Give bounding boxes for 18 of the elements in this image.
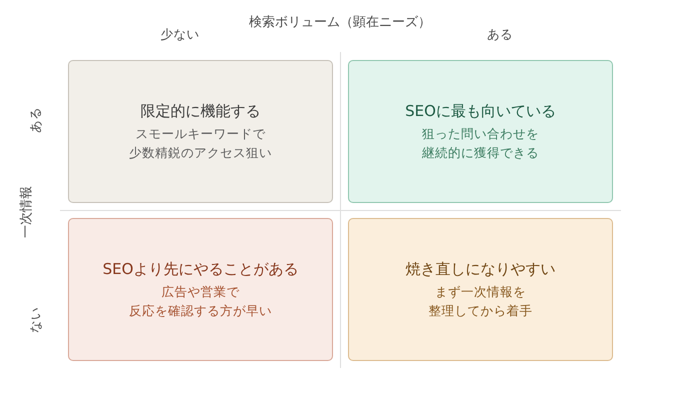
quadrant-heading: 焼き直しになりやすい — [406, 259, 556, 279]
quadrant-card — [348, 60, 613, 203]
axis-title: 一次情報 — [18, 186, 35, 238]
quadrant-heading: SEOに最も向いている — [405, 101, 556, 121]
quadrant-card — [348, 218, 613, 361]
quadrant-description: 狙った問い合わせを継続的に獲得できる — [422, 125, 539, 162]
quadrant-card — [68, 60, 333, 203]
quadrant-heading: SEOより先にやることがある — [102, 259, 298, 279]
row-label: ある — [28, 107, 44, 133]
quadrant-description: スモールキーワードで少数精鋭のアクセス狙い — [129, 125, 272, 162]
quadrant-card — [68, 218, 333, 361]
column-label: 少ない — [160, 26, 200, 44]
quadrant-description: 広告や営業で反応を確認する方が早い — [129, 283, 272, 320]
quadrant-heading: 限定的に機能する — [140, 101, 260, 121]
axis-title: 検索ボリューム（顕在ニーズ） — [249, 14, 431, 31]
quadrant-description: まず一次情報を整理してから着手 — [428, 283, 532, 320]
row-label: ない — [28, 307, 44, 333]
column-label: ある — [487, 26, 513, 44]
